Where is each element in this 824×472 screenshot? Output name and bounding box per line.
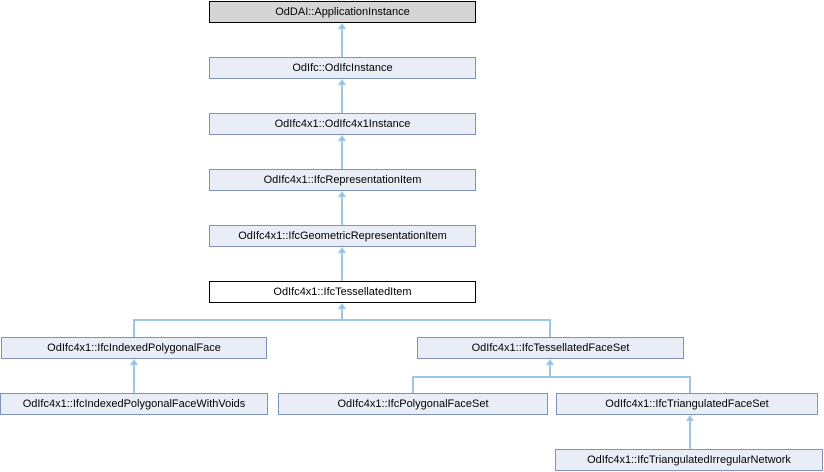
arrowhead-to-geometricrepresentationitem-icon [338,247,346,253]
edge-drop-to-n8 [549,321,551,337]
edge-n12-n11 [689,421,691,449]
arrowhead-to-indexedpolygonalface-icon [130,359,138,365]
arrowhead-to-representationitem-icon [338,191,346,197]
edge-drop-to-n11 [689,378,691,393]
arrowhead-to-tessellatedfaceset-icon [546,359,554,365]
node-odifc-odifcinstance[interactable]: OdIfc::OdIfcInstance [209,57,476,79]
arrowhead-to-triangulatedfaceset-icon [686,415,694,421]
arrowhead-to-odifc4x1instance-icon [338,135,346,141]
node-odifc4x1-odifc4x1instance[interactable]: OdIfc4x1::OdIfc4x1Instance [209,113,476,135]
node-ifc-triangulated-irregular-network[interactable]: OdIfc4x1::IfcTriangulatedIrregularNetwor… [555,449,823,471]
edge-n2-n1 [341,29,343,57]
edge-stub-below-n8 [549,365,551,377]
node-ifc-polygonal-face-set[interactable]: OdIfc4x1::IfcPolygonalFaceSet [278,393,548,415]
edge-n4-n3 [341,141,343,169]
node-ifc-indexed-polygonal-face-with-voids[interactable]: OdIfc4x1::IfcIndexedPolygonalFaceWithVoi… [0,393,268,415]
edge-drop-to-n10 [412,378,414,393]
node-oddai-applicationinstance: OdDAI::ApplicationInstance [209,1,476,23]
edge-tee-n6-children [133,319,551,321]
edge-stub-below-n6 [341,309,343,320]
edge-tee-n8-children [412,376,691,378]
node-ifc-tessellated-face-set[interactable]: OdIfc4x1::IfcTessellatedFaceSet [417,337,684,359]
node-ifc-geometric-representation-item[interactable]: OdIfc4x1::IfcGeometricRepresentationItem [209,225,476,247]
node-ifc-triangulated-face-set[interactable]: OdIfc4x1::IfcTriangulatedFaceSet [556,393,818,415]
edge-n5-n4 [341,197,343,225]
edge-drop-to-n7 [133,321,135,337]
edge-n3-n2 [341,85,343,113]
arrowhead-to-applicationinstance-icon [338,23,346,29]
node-ifc-tessellated-item-current: OdIfc4x1::IfcTessellatedItem [209,281,476,303]
node-ifc-indexed-polygonal-face[interactable]: OdIfc4x1::IfcIndexedPolygonalFace [1,337,267,359]
edge-n9-n7 [133,365,135,393]
arrowhead-to-odifcinstance-icon [338,79,346,85]
edge-n6-n5 [341,253,343,281]
node-ifc-representation-item[interactable]: OdIfc4x1::IfcRepresentationItem [209,169,476,191]
arrowhead-to-tessellateditem-icon [338,303,346,309]
